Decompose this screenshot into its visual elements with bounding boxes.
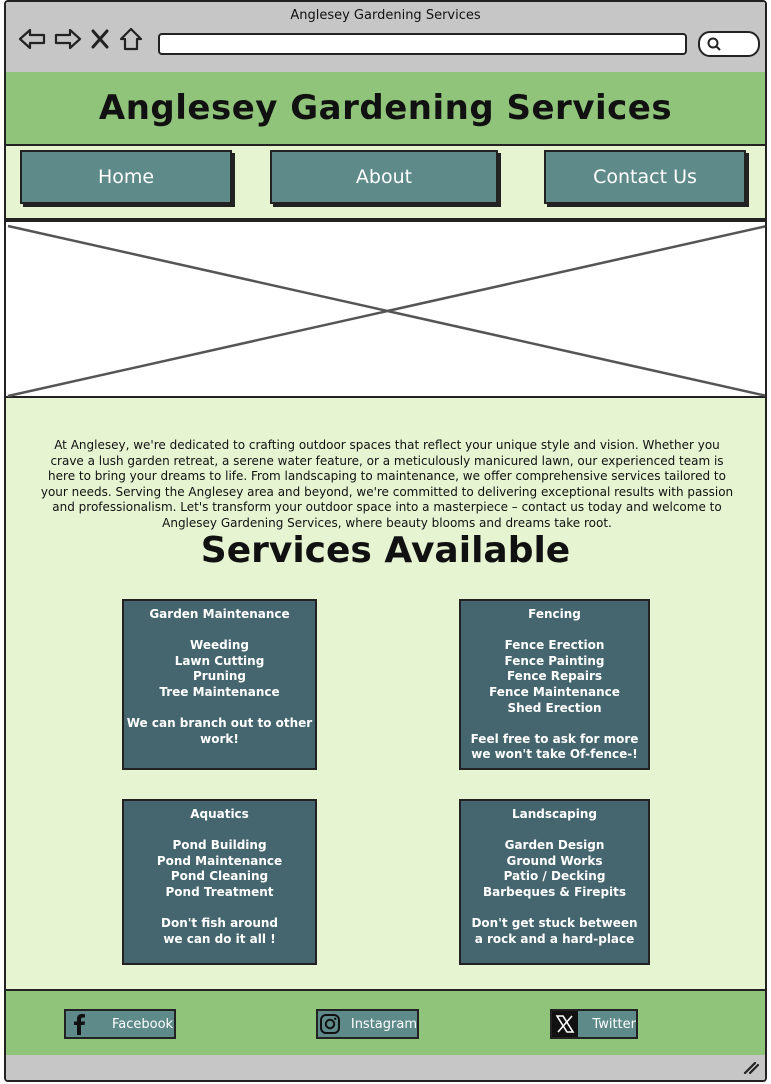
service-card-aquatics: Aquatics Pond Building Pond Maintenance … bbox=[122, 799, 317, 965]
card-title: Aquatics bbox=[190, 807, 249, 821]
list-item: Fence Repairs bbox=[506, 669, 603, 684]
card-note-line: We can branch out to other bbox=[126, 716, 313, 731]
list-item: Pond Maintenance bbox=[156, 853, 283, 868]
instagram-label: Instagram bbox=[350, 1016, 417, 1032]
list-item: Tree Maintenance bbox=[159, 684, 280, 699]
card-note-line: work! bbox=[200, 731, 239, 746]
list-item: Garden Design bbox=[504, 838, 605, 853]
card-note: We can branch out to other work! bbox=[124, 716, 315, 747]
home-icon[interactable] bbox=[118, 26, 144, 52]
list-item: Pond Cleaning bbox=[170, 869, 269, 884]
list-item: Lawn Cutting bbox=[174, 653, 265, 668]
browser-window: Anglesey Gardening Services Anglesey Gar… bbox=[4, 0, 767, 1082]
list-item: Fence Painting bbox=[504, 653, 605, 668]
site-header: Anglesey Gardening Services bbox=[6, 72, 765, 146]
list-item: Barbeques & Firepits bbox=[482, 884, 627, 899]
facebook-label: Facebook bbox=[112, 1016, 174, 1032]
intro-paragraph: At Anglesey, we're dedicated to crafting… bbox=[40, 438, 734, 530]
list-item: Patio / Decking bbox=[503, 869, 606, 884]
nav-home-button[interactable]: Home bbox=[20, 150, 232, 204]
forward-arrow-icon[interactable] bbox=[54, 27, 82, 51]
facebook-icon bbox=[66, 1011, 92, 1037]
browser-nav-icons bbox=[18, 26, 144, 52]
list-item: Ground Works bbox=[506, 853, 603, 868]
services-heading: Services Available bbox=[200, 530, 571, 571]
search-box[interactable] bbox=[698, 31, 760, 57]
card-note-line: we can do it all ! bbox=[163, 931, 276, 946]
status-bar bbox=[6, 1055, 765, 1080]
card-note-line: we won't take Of-fence-! bbox=[471, 747, 638, 762]
list-item: Pond Building bbox=[172, 838, 267, 853]
facebook-link[interactable]: Facebook bbox=[64, 1009, 176, 1039]
close-icon[interactable] bbox=[90, 28, 110, 50]
instagram-link[interactable]: Instagram bbox=[316, 1009, 419, 1039]
card-note: Feel free to ask for more we won't take … bbox=[461, 732, 648, 763]
main-nav: Home About Contact Us bbox=[6, 146, 765, 220]
service-card-garden-maintenance: Garden Maintenance Weeding Lawn Cutting … bbox=[122, 599, 317, 770]
card-note-line: Don't fish around bbox=[160, 916, 279, 931]
card-title: Garden Maintenance bbox=[149, 607, 290, 621]
card-note: Don't get stuck between a rock and a har… bbox=[461, 916, 648, 947]
list-item: Pruning bbox=[192, 669, 247, 684]
card-note-line: Feel free to ask for more bbox=[470, 731, 639, 746]
back-arrow-icon[interactable] bbox=[18, 27, 46, 51]
card-note-line: a rock and a hard-place bbox=[474, 931, 635, 946]
site-footer: Facebook Instagram Twitter bbox=[6, 989, 765, 1061]
instagram-icon bbox=[318, 1011, 343, 1037]
list-item: Fence Erection bbox=[504, 638, 605, 653]
service-card-fencing: Fencing Fence Erection Fence Painting Fe… bbox=[459, 599, 650, 770]
twitter-label: Twitter bbox=[592, 1016, 636, 1032]
card-note-line: Don't get stuck between bbox=[471, 916, 638, 931]
nav-contact-button[interactable]: Contact Us bbox=[544, 150, 746, 204]
site-title: Anglesey Gardening Services bbox=[98, 88, 673, 128]
twitter-link[interactable]: Twitter bbox=[550, 1009, 638, 1039]
card-note: Don't fish around we can do it all ! bbox=[124, 916, 315, 947]
nav-about-button[interactable]: About bbox=[270, 150, 498, 204]
service-card-landscaping: Landscaping Garden Design Ground Works P… bbox=[459, 799, 650, 965]
card-title: Fencing bbox=[528, 607, 581, 621]
hero-image-placeholder bbox=[6, 220, 765, 398]
list-item: Pond Treatment bbox=[165, 884, 274, 899]
x-twitter-icon bbox=[552, 1011, 579, 1037]
list-item: Shed Erection bbox=[507, 700, 602, 715]
browser-toolbar: Anglesey Gardening Services bbox=[6, 2, 765, 74]
window-title: Anglesey Gardening Services bbox=[290, 8, 481, 23]
list-item: Fence Maintenance bbox=[489, 684, 620, 699]
card-title: Landscaping bbox=[511, 807, 598, 821]
address-bar[interactable] bbox=[158, 33, 687, 55]
list-item: Weeding bbox=[190, 638, 249, 653]
